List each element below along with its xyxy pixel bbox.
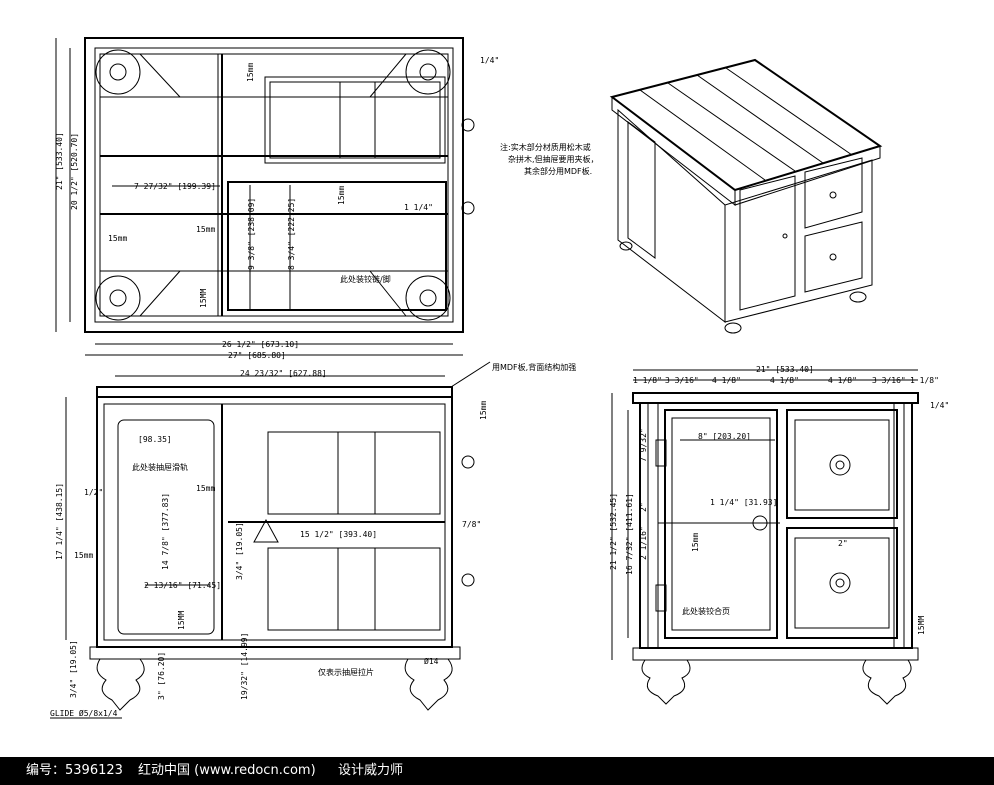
front-view (50, 361, 491, 719)
top-gap-bottom: 15MM (199, 289, 208, 308)
top-dim-a: 9 3/8" [238.09] (247, 198, 256, 270)
front-pull-note: 仅表示抽屉拉片 (318, 667, 374, 677)
footer-site[interactable]: 红动中国 (www.redocn.com) (138, 763, 316, 778)
top-dim-b: 8 3/4" [222.25] (287, 198, 296, 270)
side-segment-5: 4 1/8" (828, 376, 857, 385)
front-bay-dim: 2 13/16" [71.45] (144, 581, 221, 590)
material-note-line3: 其余部分用MDF板. (524, 166, 592, 176)
top-bay-width: 7 27/32" [199.39] (134, 182, 216, 191)
front-height: 17 1/4" [438.15] (55, 483, 64, 560)
front-half-inch: 1/2" (84, 488, 103, 497)
front-plinth-dim: 19/32" [14.99] (240, 633, 249, 700)
side-segment-4: 4 1/8" (770, 376, 799, 385)
front-slide-note: 此处装抽屉滑轨 (132, 462, 188, 472)
side-overall-width: 21" [533.40] (756, 365, 814, 374)
material-note-line1: 注:实木部分材质用松木或 (500, 142, 591, 152)
front-right-gap: 15mm (479, 401, 488, 420)
side-hinge-gap-a: 2" (639, 502, 648, 512)
front-glide-note: GLIDE Ø5/8x1/4 (50, 708, 118, 718)
side-rail-gap: 15mm (691, 533, 700, 552)
side-overall-height: 21 1/2" [532.45] (609, 493, 618, 570)
front-foot-height: 3" [76.20] (157, 652, 166, 700)
front-drawer-offset: 7/8" (462, 520, 481, 529)
front-base-dim: 3/4" [19.05] (69, 640, 78, 698)
front-foot-dia: Ø14 (424, 656, 439, 666)
footer-author: 设计威力师 (338, 763, 404, 778)
side-door-height: 16 7/32" [411.61] (625, 493, 634, 575)
footer-id: 编号：5396123 (26, 763, 123, 778)
side-segment-7: 1 1/8" (910, 376, 939, 385)
front-mdf-note: 用MDF板,背面结构加强 (492, 362, 576, 372)
cad-drawing: 21" [533.40] 20 1/2" [520.70] 15mm 7 27/… (50, 37, 949, 719)
top-overall-width: 27" [685.80] (228, 351, 286, 360)
side-view (611, 369, 919, 705)
top-offset: 1/4" (480, 56, 499, 65)
side-segment-1: 1 1/8" (633, 376, 662, 385)
top-overall-depth: 21" [533.40] (55, 132, 64, 190)
side-hinge-note: 此处装铰合页 (682, 606, 730, 616)
front-drawer-width: 15 1/2" [393.40] (300, 530, 377, 539)
top-gap-left: 15mm (108, 234, 127, 243)
top-inner-width: 26 1/2" [673.10] (222, 340, 299, 349)
front-mid-gap: 15mm (196, 484, 215, 493)
top-callout: 此处装铰链/脚 (340, 274, 391, 284)
material-note-line2: 杂拼木,但抽屉要用夹板， (508, 154, 599, 164)
front-bottom-gap: 15MM (177, 611, 186, 630)
isometric-view (609, 58, 883, 334)
side-door-width: 8" [203.20] (698, 432, 751, 441)
front-left-gap: 15mm (74, 551, 93, 560)
side-top-offset: 1/4" (930, 401, 949, 410)
side-hinge-gap-b: 2 1/16" (639, 526, 648, 560)
side-segment-3: 4 1/8" (712, 376, 741, 385)
watermark-footer: 编号：5396123 红动中国 (www.redocn.com) 设计威力师 (0, 757, 994, 785)
side-knob-dim: 1 1/4" [31.93] (710, 498, 777, 507)
top-gap-right: 15mm (337, 186, 346, 205)
front-angle-dim: [98.35] (138, 435, 172, 444)
top-rail-gap: 15mm (246, 63, 255, 82)
top-knob-offset: 1 1/4" (404, 203, 433, 212)
side-drawer-gap: 2" (838, 539, 848, 548)
side-bottom-gap: 15MM (917, 616, 926, 635)
front-shelf-dim: 3/4" [19.05] (235, 522, 244, 580)
top-gap-mid: 15mm (196, 225, 215, 234)
side-hinge-top: 7 9/32" (639, 428, 648, 462)
front-top-width: 24 23/32" [627.88] (240, 369, 327, 378)
top-inner-depth: 20 1/2" [520.70] (70, 133, 79, 210)
front-inner-height: 14 7/8" [377.83] (161, 493, 170, 570)
side-segment-2: 3 3/16" (665, 376, 699, 385)
top-view (55, 37, 475, 356)
side-segment-6: 3 3/16" (872, 376, 906, 385)
